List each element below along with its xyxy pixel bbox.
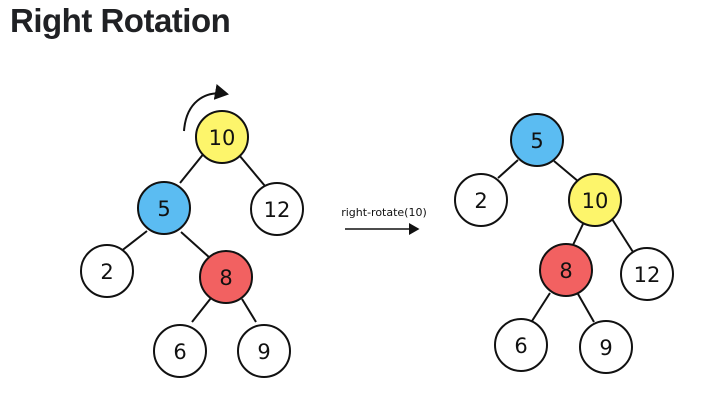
tree-node: 2	[80, 244, 134, 298]
node-label: 9	[599, 336, 612, 360]
node-circle	[539, 243, 593, 297]
node-circle	[510, 113, 564, 167]
tree-node: 9	[237, 324, 291, 378]
edge-8-6	[191, 297, 212, 323]
node-circle	[195, 110, 249, 164]
node-label: 6	[514, 334, 527, 358]
edge-8-9	[241, 298, 257, 323]
rotation-arrow-icon	[183, 84, 229, 132]
node-label: 5	[530, 129, 543, 153]
tree-node: 6	[494, 318, 548, 372]
before-tree-edges	[119, 151, 266, 323]
node-circle	[579, 320, 633, 374]
node-label: 6	[173, 340, 186, 364]
node-circle	[153, 324, 207, 378]
tree-node: 2	[454, 173, 508, 227]
node-circle	[137, 181, 191, 235]
node-circle	[568, 173, 622, 227]
before-tree: 10 5 12 2 8 6 9	[80, 110, 304, 378]
tree-node: 10	[568, 173, 622, 227]
page-title: Right Rotation	[10, 2, 231, 39]
node-label: 5	[157, 197, 170, 221]
node-circle	[494, 318, 548, 372]
node-label: 2	[100, 260, 113, 284]
operation-label: right-rotate(10)	[341, 206, 427, 219]
node-label: 8	[219, 266, 232, 290]
node-label: 10	[209, 126, 236, 150]
node-circle	[250, 182, 304, 236]
after-tree-edges	[497, 159, 634, 323]
node-label: 2	[474, 189, 487, 213]
node-label: 9	[257, 340, 270, 364]
tree-node: 6	[153, 324, 207, 378]
tree-node: 8	[199, 250, 253, 304]
edge-5-2	[497, 159, 519, 179]
edge-8-6	[531, 292, 551, 322]
tree-node: 12	[620, 247, 674, 301]
tree-node: 5	[137, 181, 191, 235]
edge-10-12	[238, 154, 266, 187]
edge-10-8	[572, 223, 584, 246]
node-circle	[199, 250, 253, 304]
after-tree: 5 2 10 8 12 6 9	[454, 113, 674, 374]
edge-10-5	[179, 151, 206, 184]
edge-5-8	[180, 231, 211, 259]
edge-5-2	[119, 230, 148, 253]
tree-node: 8	[539, 243, 593, 297]
tree-node: 5	[510, 113, 564, 167]
edge-5-10	[553, 160, 580, 183]
node-label: 8	[559, 259, 572, 283]
tree-node: 9	[579, 320, 633, 374]
edge-8-9	[577, 293, 595, 323]
tree-node: 12	[250, 182, 304, 236]
edge-10-12	[611, 218, 634, 253]
node-circle	[237, 324, 291, 378]
tree-node: 10	[195, 110, 249, 164]
node-circle	[80, 244, 134, 298]
node-label: 12	[634, 263, 661, 287]
node-label: 10	[582, 189, 609, 213]
node-circle	[454, 173, 508, 227]
node-label: 12	[264, 198, 291, 222]
node-circle	[620, 247, 674, 301]
